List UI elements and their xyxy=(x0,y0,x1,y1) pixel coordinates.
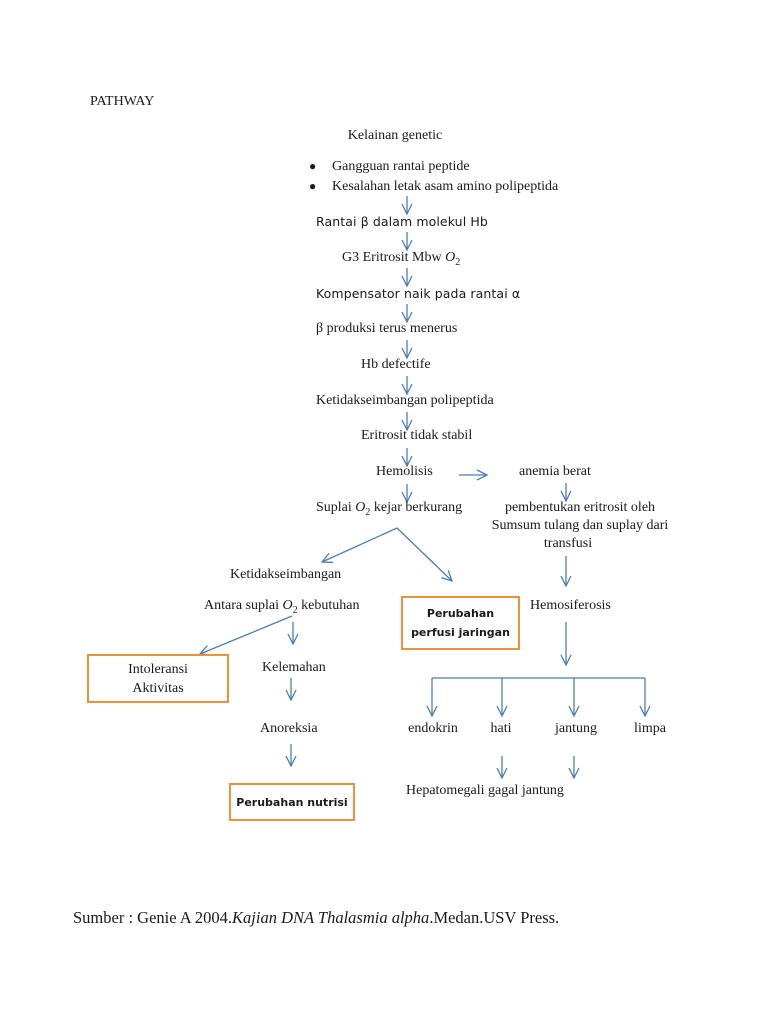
box-perubahan-nutrisi: Perubahan nutrisi xyxy=(229,783,355,821)
arrow-suplai-to-perfusi xyxy=(396,527,452,581)
node-ketidakseimbangan-polipeptida: Ketidakseimbangan polipeptida xyxy=(316,393,494,408)
organ-hati: hati xyxy=(490,721,512,736)
node-kelemahan: Kelemahan xyxy=(262,660,326,675)
node-hepatomegali: Hepatomegali gagal jantung xyxy=(406,783,564,798)
node-produksi: β produksi terus menerus xyxy=(316,321,458,336)
box-perubahan-perfusi: Perubahan perfusi jaringan xyxy=(401,596,520,650)
node-pembentukan-3: transfusi xyxy=(543,536,593,551)
arrow-antara-to-intoleransi xyxy=(200,615,293,654)
box-intoleransi-aktivitas: Intoleransi Aktivitas xyxy=(87,654,229,703)
box-perfusi-line2: perfusi jaringan xyxy=(411,626,510,639)
organ-jantung: jantung xyxy=(555,721,597,736)
box-intoleransi-line1: Intoleransi xyxy=(128,661,188,677)
bullet-dot: ● xyxy=(309,179,317,193)
node-anemia-berat: anemia berat xyxy=(519,464,591,479)
node-kelainan-genetic: Kelainan genetic xyxy=(347,128,443,143)
node-hemosiferosis: Hemosiferosis xyxy=(530,598,611,613)
node-hb-defectife: Hb defectife xyxy=(361,357,431,372)
source-citation: Sumber : Genie A 2004.Kajian DNA Thalasm… xyxy=(73,908,560,927)
bullet-gangguan: Gangguan rantai peptide xyxy=(332,159,470,174)
organ-endokrin: endokrin xyxy=(408,721,458,736)
pathway-title: PATHWAY xyxy=(90,94,155,109)
node-suplai: Suplai O2 kejar berkurang xyxy=(316,500,463,518)
node-eritrosit-tidak-stabil: Eritrosit tidak stabil xyxy=(361,428,473,443)
node-kompensator: Kompensator naik pada rantai α xyxy=(316,286,521,301)
box-perfusi-line1: Perubahan xyxy=(426,607,495,620)
node-ketidakseimbangan: Ketidakseimbangan xyxy=(230,567,342,582)
node-rantai: Rantai β dalam molekul Hb xyxy=(316,214,488,229)
node-pembentukan-2: Sumsum tulang dan suplay dari xyxy=(491,518,669,533)
bullet-dot: ● xyxy=(309,159,317,173)
bullet-kesalahan: Kesalahan letak asam amino polipeptida xyxy=(332,179,559,194)
box-intoleransi-line2: Aktivitas xyxy=(132,680,184,696)
node-antara-suplai: Antara suplai O2 kebutuhan xyxy=(204,598,360,616)
node-pembentukan-1: pembentukan eritrosit oleh xyxy=(504,500,656,515)
node-g3-eritrosit: G3 Eritrosit Mbw O2 xyxy=(342,250,461,268)
node-anoreksia: Anoreksia xyxy=(260,721,318,736)
node-hemolisis: Hemolisis xyxy=(376,464,433,479)
arrow-suplai-to-ketidakseimbangan xyxy=(322,527,398,562)
organ-limpa: limpa xyxy=(634,721,666,736)
box-nutrisi-label: Perubahan nutrisi xyxy=(236,795,348,809)
